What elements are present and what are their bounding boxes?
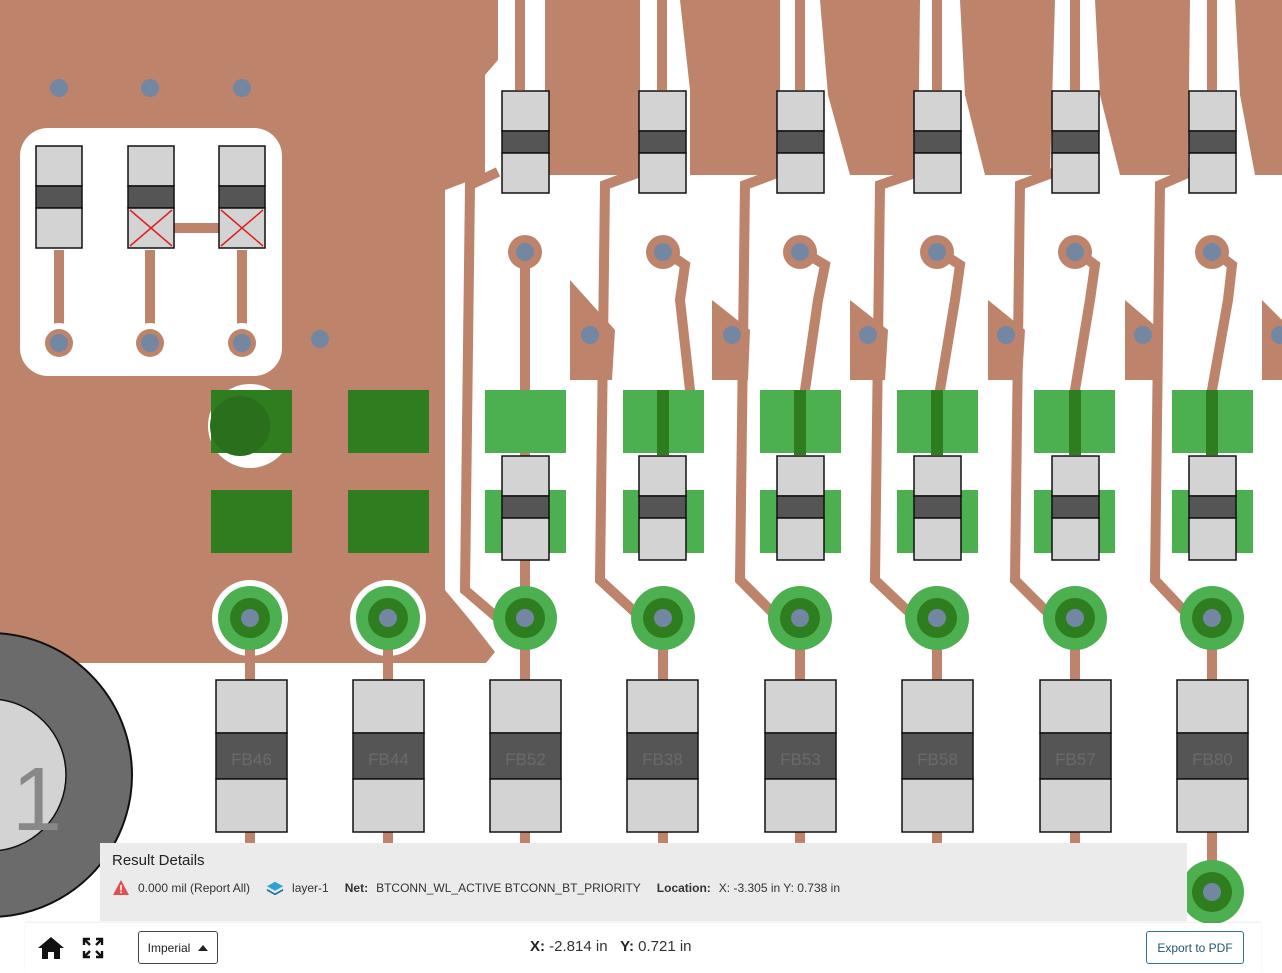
ferrite-bead-label: FB52 <box>505 750 546 769</box>
location-value: X: -3.305 in Y: 0.738 in <box>718 881 840 895</box>
ferrite-bead-fb38[interactable]: FB38 <box>626 679 699 833</box>
result-details-panel: Result Details 0.000 mil (Report All) la… <box>100 843 1187 921</box>
result-details-row: 0.000 mil (Report All) layer-1 Net: BTCO… <box>112 879 840 897</box>
copper-pour-right-2 <box>680 0 780 175</box>
corner-component-label: 1 <box>12 750 62 850</box>
pcb-board-canvas[interactable]: 1 FB46 FB44 FB52 FB38 FB53 FB58 FB57 FB80 <box>0 0 1282 923</box>
net-value: BTCONN_WL_ACTIVE BTCONN_BT_PRIORITY <box>376 881 641 895</box>
home-icon[interactable] <box>35 933 67 963</box>
units-value: Imperial <box>147 940 191 955</box>
drc-error-markers[interactable] <box>129 209 264 247</box>
corner-component: 1 <box>0 632 133 918</box>
ferrite-bead-fb44[interactable]: FB44 <box>352 679 425 833</box>
units-select[interactable]: Imperial <box>138 931 218 964</box>
net-label: Net: <box>344 881 369 895</box>
ferrite-bead-fb80[interactable]: FB80 <box>1176 679 1249 833</box>
copper-pour-right-3 <box>820 0 920 175</box>
layer-icon <box>266 879 284 897</box>
result-layer: layer-1 <box>292 881 329 895</box>
through-hole-vias <box>218 586 1244 923</box>
ferrite-bead-label: FB38 <box>642 750 683 769</box>
copper-pour-right-4 <box>960 0 1055 175</box>
ferrite-bead-label: FB46 <box>231 750 272 769</box>
location-label: Location: <box>656 881 711 895</box>
export-pdf-button[interactable]: Export to PDF <box>1146 931 1244 964</box>
ferrite-bead-label: FB53 <box>780 750 821 769</box>
ferrite-bead-label: FB80 <box>1192 750 1233 769</box>
result-distance: 0.000 mil (Report All) <box>138 881 251 895</box>
copper-pour-right-5 <box>1095 0 1190 175</box>
ferrite-beads: FB46 FB44 FB52 FB38 FB53 FB58 FB57 FB80 <box>215 679 1249 833</box>
bottom-toolbar: Imperial X: -2.814 in Y: 0.721 in Export… <box>25 923 1261 973</box>
y-value: 0.721 in <box>638 938 692 955</box>
ferrite-bead-fb46[interactable]: FB46 <box>215 679 288 833</box>
result-details-title: Result Details <box>112 852 205 869</box>
fit-screen-icon[interactable] <box>77 933 109 963</box>
cursor-coordinates: X: -2.814 in Y: 0.721 in <box>530 938 692 955</box>
ferrite-bead-label: FB58 <box>917 750 958 769</box>
copper-pour-right-6 <box>1235 0 1282 175</box>
ferrite-bead-label: FB44 <box>368 750 409 769</box>
y-label: Y: <box>620 938 634 955</box>
copper-pour-right <box>545 0 645 175</box>
vias <box>39 79 1282 363</box>
ferrite-bead-fb52[interactable]: FB52 <box>489 679 562 833</box>
ferrite-bead-label: FB57 <box>1055 750 1096 769</box>
ferrite-bead-fb58[interactable]: FB58 <box>901 679 974 833</box>
small-components <box>35 90 1237 561</box>
caret-up-icon <box>198 944 209 951</box>
ferrite-bead-fb53[interactable]: FB53 <box>764 679 837 833</box>
ferrite-bead-fb57[interactable]: FB57 <box>1039 679 1112 833</box>
warning-icon <box>112 879 130 897</box>
x-value: -2.814 in <box>549 938 608 955</box>
x-label: X: <box>530 938 545 955</box>
